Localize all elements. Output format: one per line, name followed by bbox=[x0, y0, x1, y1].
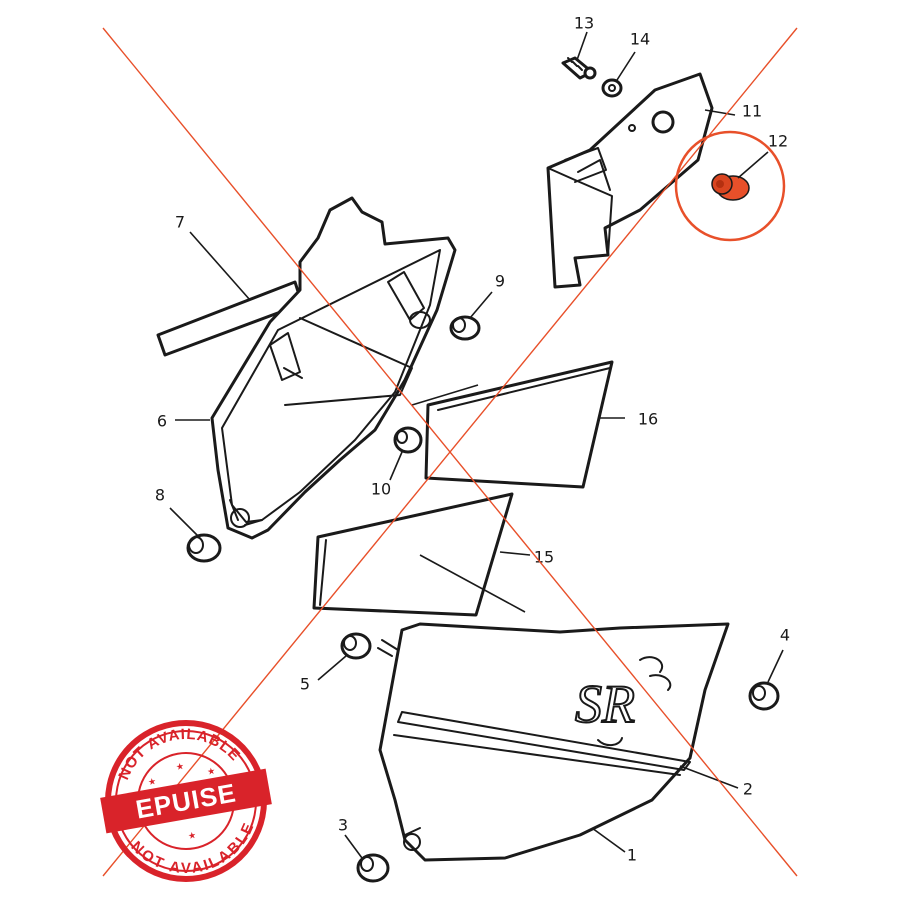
part-13-bolt bbox=[561, 56, 597, 80]
callout-7: 7 bbox=[175, 213, 185, 232]
callout-4: 4 bbox=[780, 626, 790, 645]
part-1-side-cover bbox=[377, 622, 730, 862]
part-5-grommet bbox=[340, 632, 372, 660]
part-4-grommet bbox=[748, 681, 780, 711]
stamp-star-bottom: ★ bbox=[187, 831, 197, 842]
part-12-grommet-highlighted bbox=[674, 130, 786, 242]
callout-labels: 13 14 11 12 7 6 9 10 8 16 15 5 4 3 2 1 bbox=[155, 14, 790, 865]
stamp-star-top: ★ bbox=[175, 762, 185, 773]
callout-13: 13 bbox=[574, 14, 594, 33]
part-14-washer bbox=[601, 78, 623, 98]
callout-8: 8 bbox=[155, 486, 165, 505]
callout-12: 12 bbox=[768, 132, 788, 151]
callout-9: 9 bbox=[495, 272, 505, 291]
callout-10: 10 bbox=[371, 480, 391, 499]
callout-11: 11 bbox=[742, 102, 762, 121]
part-11-bracket bbox=[546, 72, 714, 289]
cross-out-lines bbox=[102, 27, 798, 877]
stamp-star-right: ★ bbox=[207, 767, 217, 778]
callout-14: 14 bbox=[630, 30, 650, 49]
callout-15: 15 bbox=[534, 548, 554, 567]
emblem-text: SR bbox=[575, 674, 635, 734]
part-9-grommet bbox=[449, 315, 481, 341]
part-2-emblem: SR bbox=[574, 656, 672, 746]
callout-5: 5 bbox=[300, 675, 310, 694]
part-3-grommet bbox=[356, 853, 390, 883]
callout-1: 1 bbox=[627, 846, 637, 865]
callout-6: 6 bbox=[157, 412, 167, 431]
stamp-banner bbox=[100, 768, 272, 834]
part-10-grommet bbox=[393, 426, 423, 454]
leader-lines bbox=[169, 31, 784, 859]
highlight-circle bbox=[674, 130, 786, 242]
callout-2: 2 bbox=[743, 780, 753, 799]
part-8-grommet bbox=[186, 533, 222, 563]
part-6-inner-cover bbox=[210, 196, 457, 540]
callout-3: 3 bbox=[338, 816, 348, 835]
callout-16: 16 bbox=[638, 410, 658, 429]
part-16-panel bbox=[424, 360, 614, 489]
part-15-panel bbox=[312, 492, 514, 617]
stamp-star-left: ★ bbox=[147, 777, 157, 788]
not-available-stamp: NOT AVAILABLE NOT AVAILABLE ★ ★ ★ ★ EPUI… bbox=[100, 716, 272, 888]
